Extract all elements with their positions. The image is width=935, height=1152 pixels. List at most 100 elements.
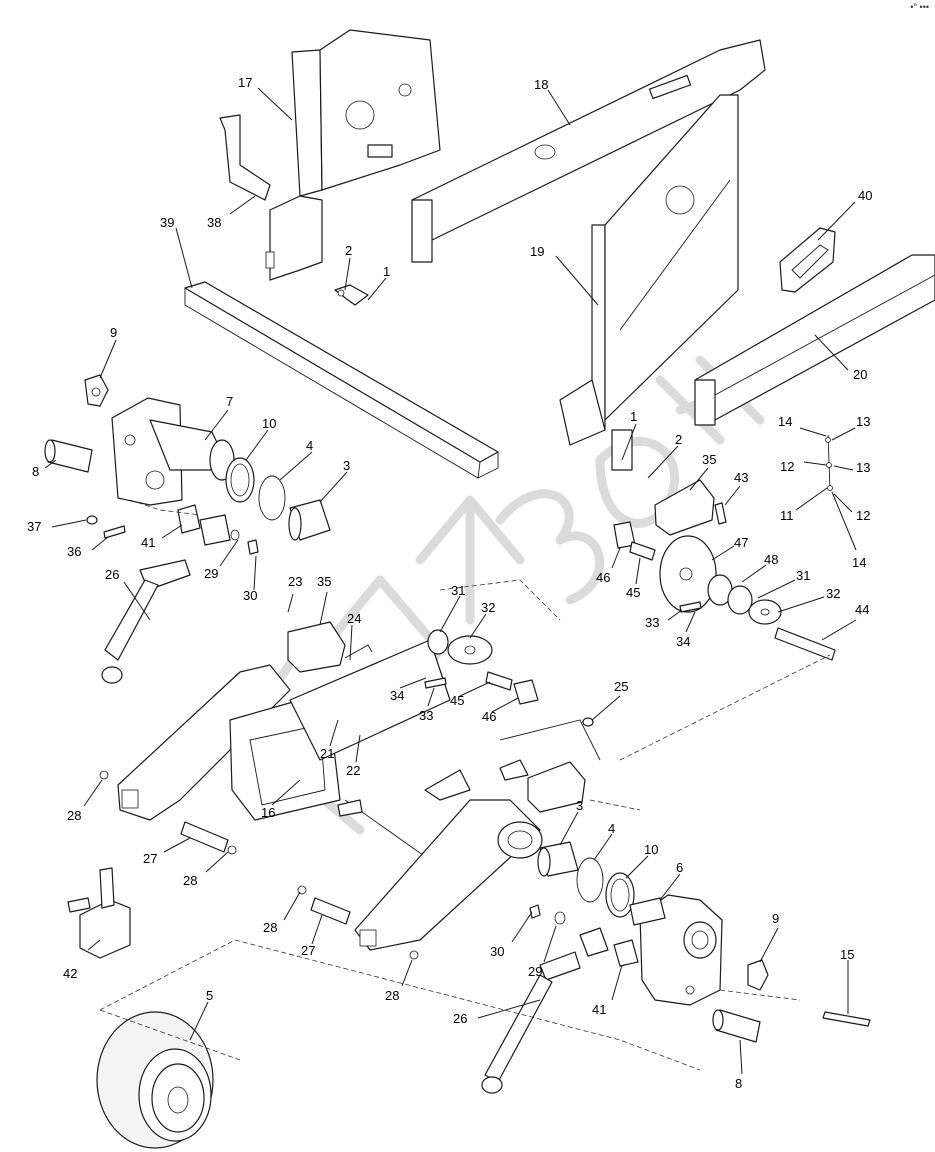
callout-3-left: 3 [343,458,350,473]
callouts: 17 18 38 39 2 1 19 40 20 9 7 10 4 3 8 37… [27,75,872,1091]
small-bracket-1-top [334,284,369,306]
cover-35-lower [527,761,586,813]
callout-22: 22 [346,763,360,778]
sleeve-3-left [288,499,331,541]
callout-46-left: 46 [482,709,496,724]
callout-8-left: 8 [32,464,39,479]
callout-35-right: 35 [702,452,716,467]
callout-7: 7 [226,394,233,409]
cylinder-26-right [481,904,609,1094]
ring-10-right [605,872,635,918]
cover-35-left [287,621,346,673]
shaft-8-left [44,439,93,473]
callout-2-right: 2 [675,432,682,447]
bracket-25 [499,717,601,781]
hub-48 [707,574,782,625]
callout-41-right: 41 [592,1002,606,1017]
callout-46-right: 46 [596,570,610,585]
flange-31-32-left [427,629,493,665]
sleeve-3-right [537,841,579,877]
callout-27-right: 27 [301,943,315,958]
callout-24: 24 [347,611,361,626]
upright-plate-17 [265,29,441,281]
callout-30-right: 30 [490,944,504,959]
callout-29-left: 29 [204,566,218,581]
bearing-46-left [513,679,539,705]
callout-16: 16 [261,805,275,820]
callout-42: 42 [63,966,77,981]
bearing-41-right [613,939,639,967]
callout-2-top: 2 [345,243,352,258]
link-22 [337,799,431,861]
plate-40 [779,227,836,293]
callout-9-left: 9 [110,325,117,340]
callout-14-bottom: 14 [852,555,866,570]
ring-4-right [576,857,604,903]
ring-4-left [258,475,286,521]
callout-35-left: 35 [317,574,331,589]
callout-18: 18 [534,77,548,92]
drum-5 [96,1011,214,1149]
shaft-8-right [712,1009,761,1043]
shaft-45-left [485,671,513,691]
callout-10-left: 10 [262,416,276,431]
side-rail-20 [694,254,935,426]
callout-28-c: 28 [263,920,277,935]
callout-4-right: 4 [608,821,615,836]
assembly-lines [99,499,831,1071]
callout-31-left: 31 [451,583,465,598]
callout-36: 36 [67,544,81,559]
swing-arm-right [354,769,543,951]
callout-28-b: 28 [183,873,197,888]
callout-47: 47 [734,535,748,550]
callout-14-top: 14 [778,414,792,429]
callout-39: 39 [160,215,174,230]
callout-19: 19 [530,244,544,259]
callout-17: 17 [238,75,252,90]
callout-41-left: 41 [141,535,155,550]
callout-9-right: 9 [772,911,779,926]
callout-29-right: 29 [528,964,542,979]
callout-10-right: 10 [644,842,658,857]
sprocket-47 [659,535,717,613]
callout-37: 37 [27,519,41,534]
callout-40: 40 [858,188,872,203]
callout-25: 25 [614,679,628,694]
callout-26-right: 26 [453,1011,467,1026]
main-frame-16-21 [117,639,451,821]
callout-23: 23 [288,574,302,589]
callout-33-left: 33 [419,708,433,723]
bolt-33-34-right [679,601,702,613]
callout-15: 15 [840,947,854,962]
cylinder-26-left [101,514,259,684]
shaft-44 [774,627,836,661]
clip-24 [344,644,373,659]
callout-32-left: 32 [481,600,495,615]
callout-34-right: 34 [676,634,690,649]
callout-31-right: 31 [796,568,810,583]
callout-11: 11 [780,508,794,523]
callout-32-right: 32 [826,586,840,601]
callout-8-right: 8 [735,1076,742,1091]
callout-48: 48 [764,552,778,567]
callout-26-left: 26 [105,567,119,582]
callout-38: 38 [207,215,221,230]
tall-frame-19 [559,94,739,471]
callout-5: 5 [206,988,213,1003]
pin-27-right [297,885,419,960]
callout-12-top: 12 [780,459,794,474]
callout-27-left: 27 [143,851,157,866]
bushing-9-right [747,959,769,991]
shaft-45-right [629,541,656,561]
bolt-33-34-left [424,677,447,689]
gearbox-housing-7 [111,397,235,506]
callout-13-top: 13 [856,414,870,429]
pin-15 [822,1011,871,1027]
bearing-41-left [177,504,201,534]
corner-mark: •° ••• [910,2,929,12]
callout-33-right: 33 [645,615,659,630]
callout-12-bottom: 12 [856,508,870,523]
bracket-38 [219,114,271,201]
callout-44: 44 [855,602,869,617]
